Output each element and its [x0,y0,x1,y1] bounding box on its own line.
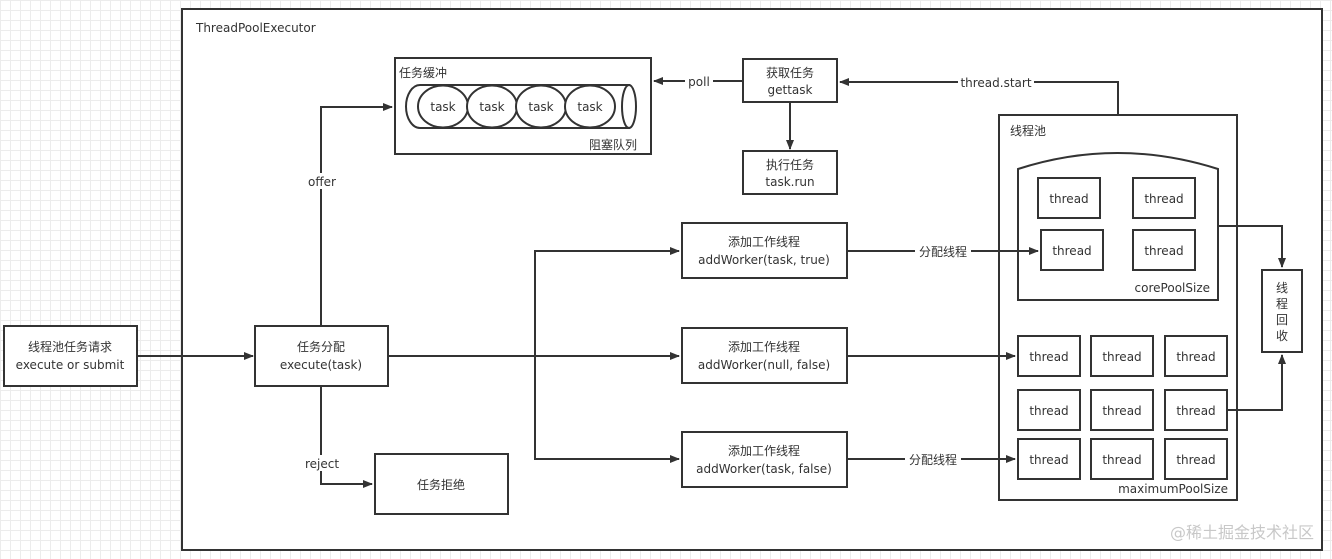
buffer-title: 任务缓冲 [399,65,447,80]
run-task-label-cn: 执行任务 [766,157,814,172]
add-worker-1-en: addWorker(task, true) [698,253,830,267]
task-item-label: task [479,100,504,114]
max-thread[interactable]: thread [1017,335,1081,377]
core-thread[interactable]: thread [1132,177,1196,219]
recycle-char: 回 [1276,313,1288,327]
core-thread-label: thread [1052,244,1091,258]
request-label-cn: 线程池任务请求 [28,339,112,354]
arrow-dispatch-to-addworker-3 [534,356,680,463]
container-title: ThreadPoolExecutor [195,21,316,35]
dispatch-label-en: execute(task) [280,358,362,372]
max-thread-label: thread [1102,453,1141,467]
add-worker-node-3[interactable]: 添加工作线程 addWorker(task, false) [681,431,848,488]
add-worker-3-en: addWorker(task, false) [696,462,832,476]
max-thread-label: thread [1029,350,1068,364]
core-thread-label: thread [1144,192,1183,206]
arrow-max-to-recycle [1227,354,1286,411]
dispatch-label-cn: 任务分配 [297,339,345,354]
edge-label-reject: reject [305,457,339,471]
max-thread-label: thread [1176,453,1215,467]
max-thread[interactable]: thread [1017,438,1081,480]
core-thread-label: thread [1049,192,1088,206]
blocking-queue-label: 阻塞队列 [589,137,637,152]
recycle-char: 线 [1276,281,1288,295]
max-thread-label: thread [1029,453,1068,467]
max-thread-label: thread [1176,350,1215,364]
add-worker-node-1[interactable]: 添加工作线程 addWorker(task, true) [681,222,848,279]
reject-label: 任务拒绝 [417,477,465,492]
add-worker-3-cn: 添加工作线程 [728,443,800,458]
max-thread[interactable]: thread [1017,389,1081,431]
request-node[interactable]: 线程池任务请求 execute or submit [3,325,138,387]
arrow-reject [320,386,373,488]
edge-label-assign-2: 分配线程 [909,452,957,467]
max-thread[interactable]: thread [1090,438,1154,480]
task-buffer-node[interactable]: 任务缓冲 task task task task 阻塞队列 [394,57,652,155]
core-thread-label: thread [1144,244,1183,258]
max-thread[interactable]: thread [1164,389,1228,431]
core-thread[interactable]: thread [1132,229,1196,271]
max-thread-label: thread [1176,404,1215,418]
max-pool-size-label: maximumPoolSize [1118,482,1228,496]
dispatch-node[interactable]: 任务分配 execute(task) [254,325,389,387]
max-thread-label: thread [1102,404,1141,418]
thread-pool-title: 线程池 [1010,123,1046,138]
recycle-char: 程 [1276,296,1288,311]
arrow-offer [320,103,393,326]
run-task-node[interactable]: 执行任务 task.run [742,150,838,195]
recycle-char: 收 [1276,329,1288,343]
arrow-core-to-recycle [1218,225,1286,268]
arrow-dispatch-to-addworker-1 [534,247,680,356]
max-thread[interactable]: thread [1164,438,1228,480]
get-task-label-cn: 获取任务 [766,65,814,80]
arrow-thread-start [839,78,1119,115]
add-worker-2-en: addWorker(null, false) [698,358,830,372]
edge-label-poll: poll [688,75,710,89]
thread-pool-node: 线程池 thread thread thread thread corePoolSiz… [998,114,1238,501]
core-thread[interactable]: thread [1037,177,1101,219]
task-item [564,84,616,129]
max-thread[interactable]: thread [1090,389,1154,431]
run-task-label-en: task.run [765,175,814,189]
request-label-en: execute or submit [16,358,125,372]
max-thread-label: thread [1102,350,1141,364]
max-thread-label: thread [1029,404,1068,418]
edge-label-offer: offer [308,175,336,189]
max-thread[interactable]: thread [1090,335,1154,377]
core-pool-area [1017,152,1219,301]
task-item-label: task [577,100,602,114]
reject-node[interactable]: 任务拒绝 [374,453,509,515]
core-pool-size-label: corePoolSize [1135,281,1210,295]
max-thread[interactable]: thread [1164,335,1228,377]
task-item-label: task [528,100,553,114]
add-worker-1-cn: 添加工作线程 [728,234,800,249]
watermark: @稀土掘金技术社区 [1170,523,1314,542]
task-item-label: task [430,100,455,114]
core-thread[interactable]: thread [1040,229,1104,271]
get-task-label-en: gettask [768,83,813,97]
add-worker-2-cn: 添加工作线程 [728,339,800,354]
edge-label-assign-1: 分配线程 [919,244,967,259]
get-task-node[interactable]: 获取任务 gettask [742,58,838,103]
queue-cylinder-right-cap [621,84,637,129]
queue-cylinder-left-cap [405,84,421,129]
edge-label-thread-start: thread.start [960,76,1031,90]
add-worker-node-2[interactable]: 添加工作线程 addWorker(null, false) [681,327,848,384]
